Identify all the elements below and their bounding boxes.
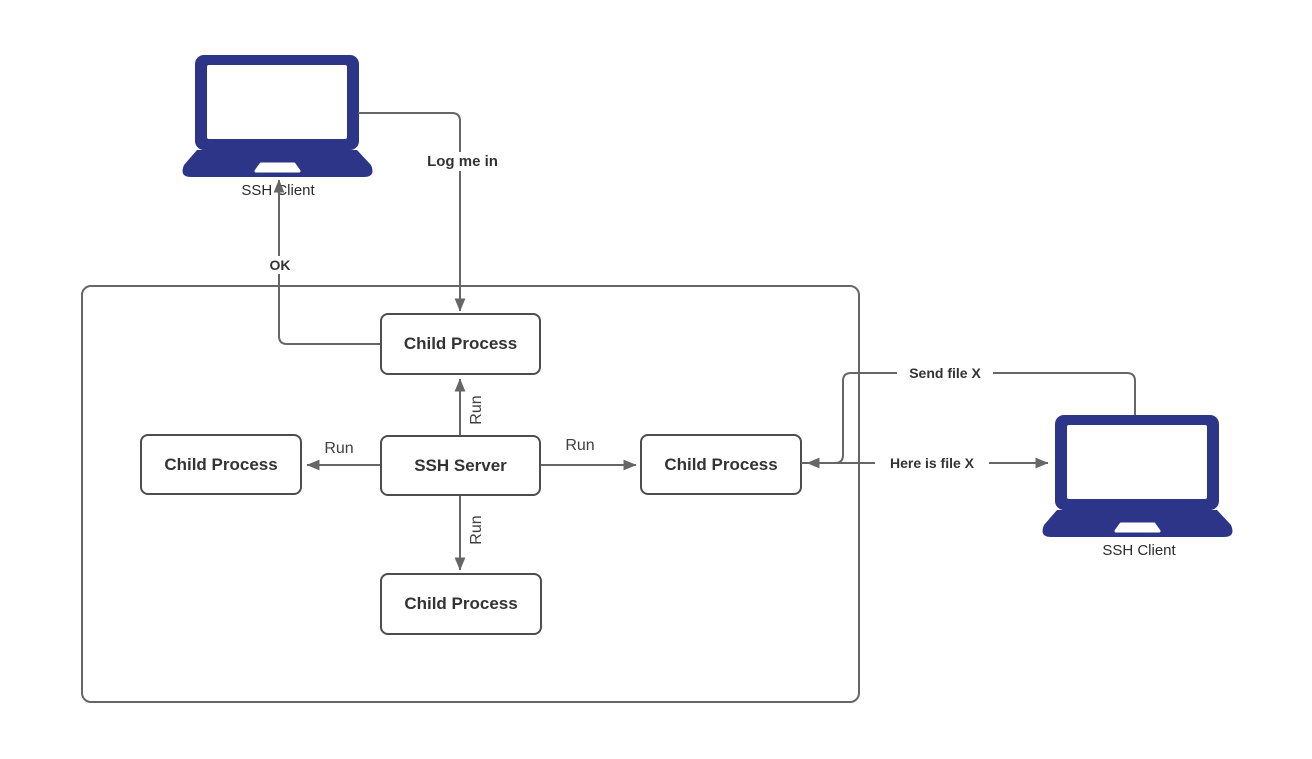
node-child-process-top: Child Process xyxy=(380,313,541,375)
edge-label-log-me-in: Log me in xyxy=(413,152,512,171)
node-label: Child Process xyxy=(664,454,778,474)
edge-log-me-in xyxy=(358,112,466,312)
node-child-process-left: Child Process xyxy=(140,434,302,495)
server-boundary-box xyxy=(81,285,860,703)
edge-label-run-up: Run xyxy=(468,395,485,425)
edge-label-send-file-x: Send file X xyxy=(897,364,993,382)
edge-label-run-left: Run xyxy=(324,440,354,457)
laptop-icon xyxy=(182,55,373,177)
node-label: Child Process xyxy=(164,454,278,474)
edge-label-ok: OK xyxy=(260,256,300,274)
node-label: SSH Server xyxy=(414,455,507,475)
node-label: Child Process xyxy=(404,594,518,613)
label-ssh-client-top: SSH Client xyxy=(241,181,315,199)
node-child-process-bottom: Child Process xyxy=(380,573,542,635)
edge-label-run-right: Run xyxy=(565,437,595,454)
label-ssh-client-right: SSH Client xyxy=(1102,541,1176,559)
edge-label-run-down: Run xyxy=(468,515,485,545)
node-label: Child Process xyxy=(403,334,518,353)
edge-label-here-is-file-x: Here is file X xyxy=(875,454,989,472)
node-ssh-server: SSH Server xyxy=(380,435,541,496)
node-child-process-right: Child Process xyxy=(640,434,802,495)
laptop-icon xyxy=(1042,415,1233,537)
